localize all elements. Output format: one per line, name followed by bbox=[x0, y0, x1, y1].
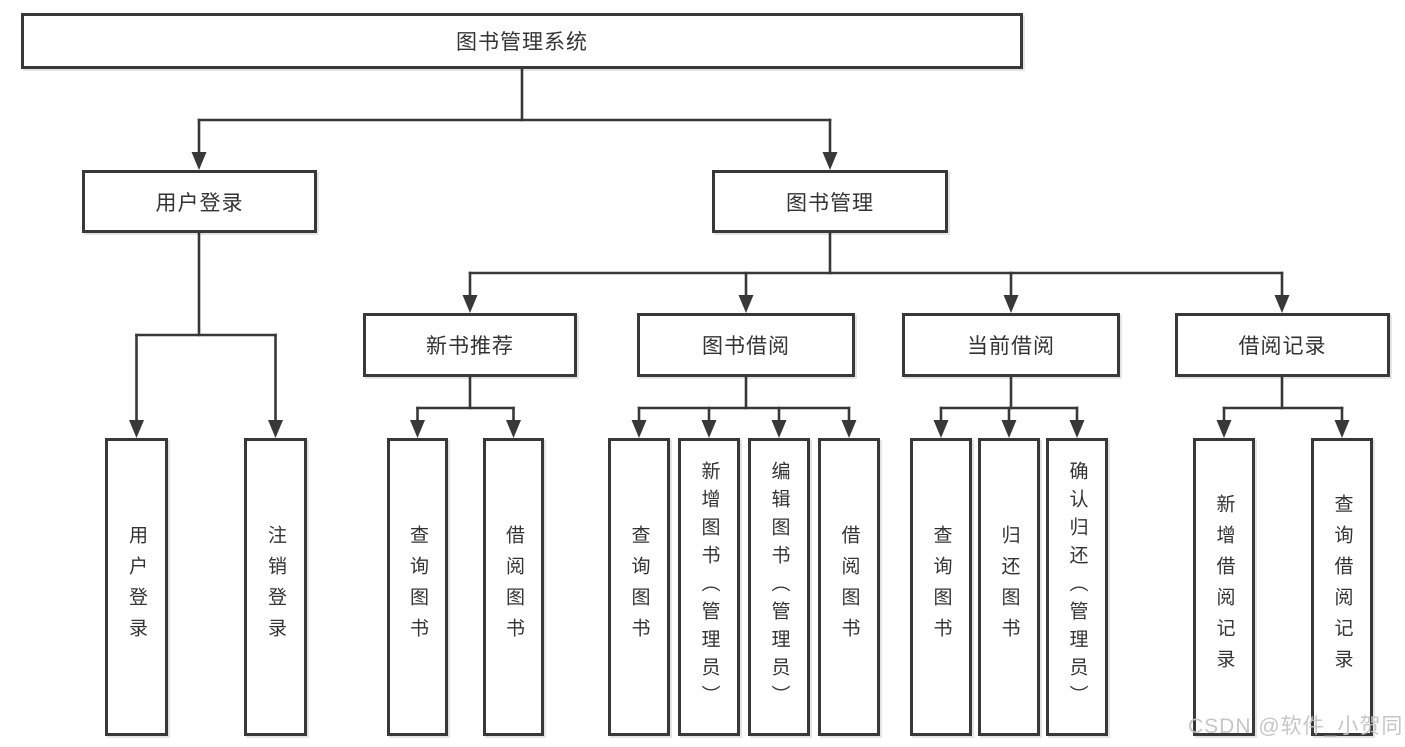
node-book-management: 图书管理 bbox=[712, 170, 948, 233]
leaf-query-books-1: 查询图书 bbox=[387, 438, 448, 736]
node-root: 图书管理系统 bbox=[21, 13, 1023, 69]
leaf-add-book-admin: 新增图书（管理员） bbox=[678, 438, 740, 736]
node-current-borrowing: 当前借阅 bbox=[902, 313, 1120, 377]
leaf-query-books-2: 查询图书 bbox=[608, 438, 670, 736]
leaf-borrow-books-2: 借阅图书 bbox=[818, 438, 880, 736]
node-book-borrowing: 图书借阅 bbox=[637, 313, 855, 377]
leaf-user-login: 用户登录 bbox=[105, 438, 168, 736]
leaf-confirm-return-admin: 确认归还（管理员） bbox=[1046, 438, 1108, 736]
node-new-book-recommend: 新书推荐 bbox=[363, 313, 577, 377]
node-book-borrowing-label: 图书借阅 bbox=[702, 335, 790, 358]
watermark: CSDN @软件_小贺同学 bbox=[1188, 715, 1405, 738]
leaf-return-book: 归还图书 bbox=[978, 438, 1040, 736]
leaf-query-books-3: 查询图书 bbox=[910, 438, 972, 736]
node-borrowing-records-label: 借阅记录 bbox=[1238, 335, 1327, 358]
node-borrowing-records: 借阅记录 bbox=[1175, 313, 1390, 377]
leaf-add-borrow-record: 新增借阅记录 bbox=[1193, 438, 1255, 736]
node-root-label: 图书管理系统 bbox=[456, 31, 588, 54]
leaf-borrow-books-1: 借阅图书 bbox=[483, 438, 544, 736]
node-user-login: 用户登录 bbox=[82, 170, 317, 233]
leaf-logout: 注销登录 bbox=[244, 438, 307, 736]
node-new-book-recommend-label: 新书推荐 bbox=[426, 335, 514, 358]
node-book-management-label: 图书管理 bbox=[786, 191, 874, 215]
node-current-borrowing-label: 当前借阅 bbox=[967, 335, 1055, 358]
leaf-query-borrow-record: 查询借阅记录 bbox=[1311, 438, 1373, 736]
leaf-edit-book-admin: 编辑图书（管理员） bbox=[748, 438, 810, 736]
node-user-login-label: 用户登录 bbox=[155, 191, 244, 215]
